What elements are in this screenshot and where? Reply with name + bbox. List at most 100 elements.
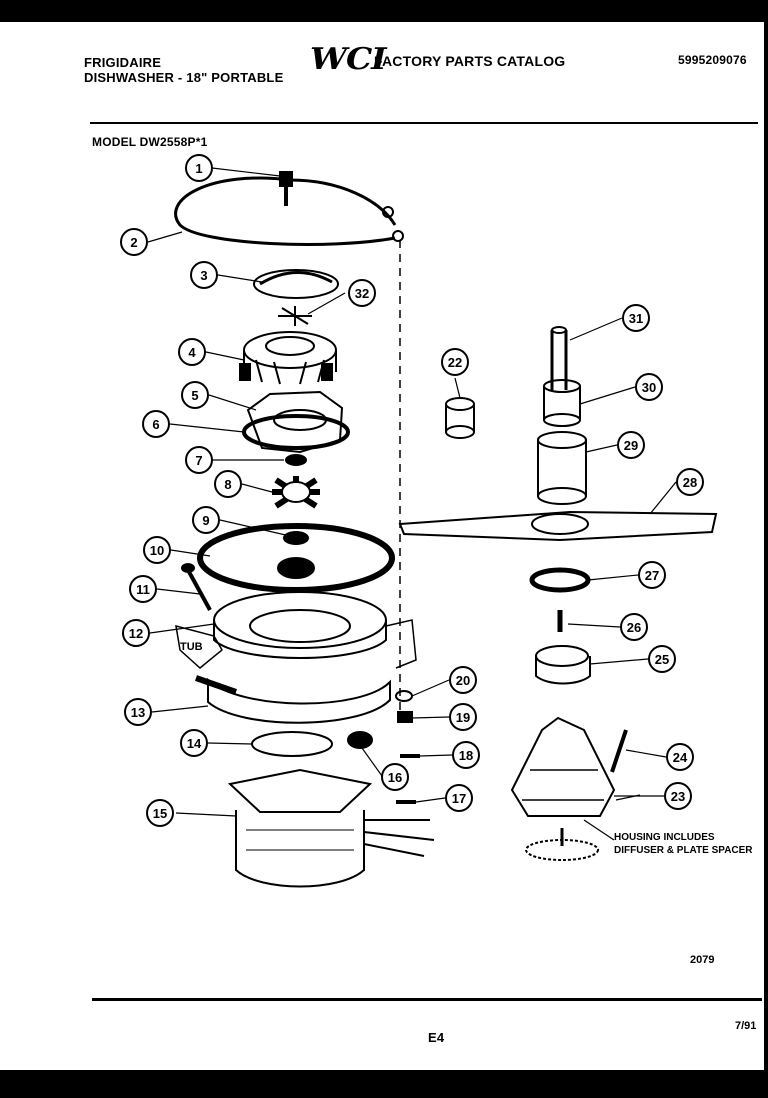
callout-circle (441, 348, 469, 376)
callout-18: 18 (452, 741, 480, 769)
callout-circle (381, 763, 409, 791)
callout-number: 2 (130, 235, 137, 250)
callout-number: 4 (188, 345, 196, 360)
callout-28: 28 (676, 468, 704, 496)
callout-circle (146, 799, 174, 827)
callout-number: 5 (191, 388, 198, 403)
callout-circle (445, 784, 473, 812)
callout-circle (185, 154, 213, 182)
callout-number: 7 (195, 453, 202, 468)
callout-number: 28 (683, 475, 697, 490)
callout-13: 13 (124, 698, 152, 726)
callout-number: 29 (624, 438, 638, 453)
callout-number: 25 (655, 652, 669, 667)
callout-circle (638, 561, 666, 589)
callout-circle (142, 410, 170, 438)
catalog-title: FACTORY PARTS CATALOG (374, 53, 566, 69)
callout-number: 12 (129, 626, 143, 641)
callout-27: 27 (638, 561, 666, 589)
callout-number: 27 (645, 568, 659, 583)
scan-border-right (764, 0, 768, 1098)
callout-8: 8 (214, 470, 242, 498)
callout-number: 3 (200, 268, 207, 283)
product-name: DISHWASHER - 18" PORTABLE (84, 70, 284, 85)
callout-number: 8 (224, 477, 231, 492)
brand-name: FRIGIDAIRE (84, 55, 162, 70)
callout-number: 17 (452, 791, 466, 806)
callout-25: 25 (648, 645, 676, 673)
callout-circle (676, 468, 704, 496)
callout-9: 9 (192, 506, 220, 534)
callout-number: 6 (152, 417, 159, 432)
callout-24: 24 (666, 743, 694, 771)
callout-number: 1 (195, 161, 202, 176)
callout-6: 6 (142, 410, 170, 438)
callout-1: 1 (185, 154, 213, 182)
callout-circle (666, 743, 694, 771)
callout-3: 3 (190, 261, 218, 289)
footer-rule (92, 998, 762, 1001)
callout-circle (622, 304, 650, 332)
callout-circle (181, 381, 209, 409)
callout-7: 7 (185, 446, 213, 474)
callout-17: 17 (445, 784, 473, 812)
callout-number: 18 (459, 748, 473, 763)
callout-12: 12 (122, 619, 150, 647)
model-label: MODEL DW2558P*1 (92, 135, 208, 149)
callout-number: 11 (136, 582, 150, 597)
callout-circle (664, 782, 692, 810)
wci-logo: WCI (310, 42, 387, 77)
scan-border-top (0, 0, 768, 22)
callout-number: 15 (153, 806, 167, 821)
callout-circle (124, 698, 152, 726)
page-number: E4 (428, 1030, 445, 1045)
callout-number: 20 (456, 673, 470, 688)
callout-circle (449, 703, 477, 731)
callout-number: 30 (642, 380, 656, 395)
callout-30: 30 (635, 373, 663, 401)
callout-circle (192, 506, 220, 534)
callout-circle (180, 729, 208, 757)
callout-4: 4 (178, 338, 206, 366)
callout-number: 22 (448, 355, 462, 370)
revision-date: 7/91 (735, 1020, 757, 1032)
callout-circle (617, 431, 645, 459)
callout-circle (178, 338, 206, 366)
housing-note-line1: HOUSING INCLUDES (614, 832, 715, 843)
callout-circle (648, 645, 676, 673)
callout-circle (129, 575, 157, 603)
callout-29: 29 (617, 431, 645, 459)
callout-circle (185, 446, 213, 474)
callout-19: 19 (449, 703, 477, 731)
header-rule (90, 122, 758, 124)
callout-15: 15 (146, 799, 174, 827)
callout-number: 31 (629, 311, 643, 326)
callout-circle (620, 613, 648, 641)
callout-circle (635, 373, 663, 401)
callout-circle (452, 741, 480, 769)
callout-32: 32 (348, 279, 376, 307)
callout-31: 31 (622, 304, 650, 332)
callout-number: 13 (131, 705, 145, 720)
callout-number: 26 (627, 620, 641, 635)
callout-number: 23 (671, 789, 685, 804)
callout-number: 19 (456, 710, 470, 725)
callout-circle (190, 261, 218, 289)
callout-circle (143, 536, 171, 564)
tub-label: TUB (180, 641, 203, 653)
catalog-number: 5995209076 (678, 53, 747, 67)
callout-26: 26 (620, 613, 648, 641)
callout-number: 14 (187, 736, 202, 751)
callout-23: 23 (664, 782, 692, 810)
callout-number: 9 (202, 513, 209, 528)
housing-note-line2: DIFFUSER & PLATE SPACER (614, 845, 753, 856)
callout-5: 5 (181, 381, 209, 409)
callout-circle (214, 470, 242, 498)
callout-circle (120, 228, 148, 256)
callout-circle (348, 279, 376, 307)
callout-number: 32 (355, 286, 369, 301)
callout-10: 10 (143, 536, 171, 564)
callout-16: 16 (381, 763, 409, 791)
callout-number: 24 (673, 750, 688, 765)
